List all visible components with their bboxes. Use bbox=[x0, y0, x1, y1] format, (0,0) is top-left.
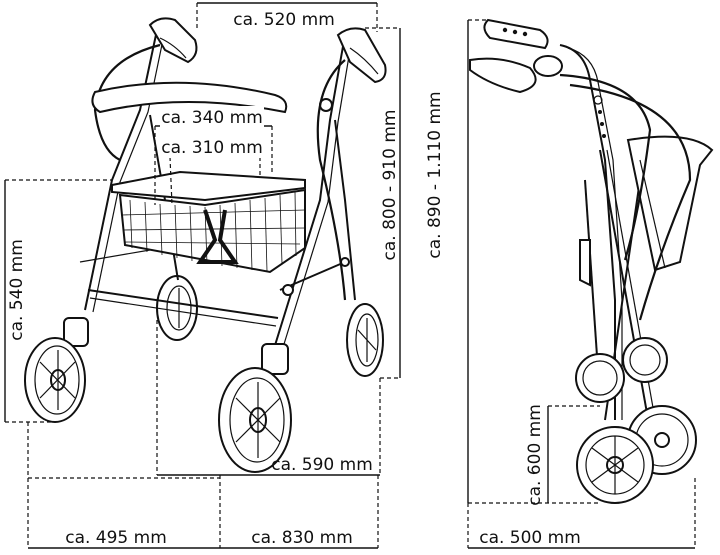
right-handle bbox=[319, 27, 387, 112]
folded-wheels bbox=[575, 337, 697, 504]
left-handle bbox=[148, 17, 198, 64]
label-folded-height: ca. 890 - 1.110 mm bbox=[425, 91, 445, 258]
right-brake-cable bbox=[316, 59, 347, 301]
rollator-folded-side-view bbox=[469, 18, 714, 504]
label-seat-width-inner: ca. 310 mm bbox=[161, 138, 263, 158]
right-rear-leg bbox=[334, 119, 356, 301]
front-right-wheel bbox=[218, 343, 292, 473]
left-front-leg bbox=[84, 29, 158, 311]
label-inner-depth: ca. 590 mm bbox=[271, 455, 373, 475]
label-folded-wheel-height: ca. 600 mm bbox=[525, 404, 545, 506]
label-seat-height: ca. 540 mm bbox=[7, 239, 27, 341]
right-front-leg bbox=[271, 34, 346, 356]
seat bbox=[111, 170, 306, 202]
label-width-top: ca. 520 mm bbox=[233, 10, 335, 30]
basket bbox=[118, 188, 306, 274]
rear-right-wheel bbox=[346, 303, 384, 377]
front-left-wheel bbox=[24, 317, 89, 423]
label-folded-depth: ca. 500 mm bbox=[479, 528, 581, 548]
folded-backrest bbox=[626, 135, 714, 272]
label-width-bottom: ca. 495 mm bbox=[65, 528, 167, 548]
folded-handle bbox=[483, 18, 549, 50]
label-handle-height: ca. 800 - 910 mm bbox=[380, 110, 400, 261]
dimension-labels: ca. 520 mm ca. 340 mm ca. 310 mm ca. 800… bbox=[7, 8, 581, 548]
rollator-front-view bbox=[24, 17, 387, 473]
dimension-lines bbox=[4, 2, 696, 549]
label-length: ca. 830 mm bbox=[251, 528, 353, 548]
label-seat-width-outer: ca. 340 mm bbox=[161, 108, 263, 128]
rear-left-wheel bbox=[156, 275, 198, 341]
backrest bbox=[91, 81, 288, 114]
